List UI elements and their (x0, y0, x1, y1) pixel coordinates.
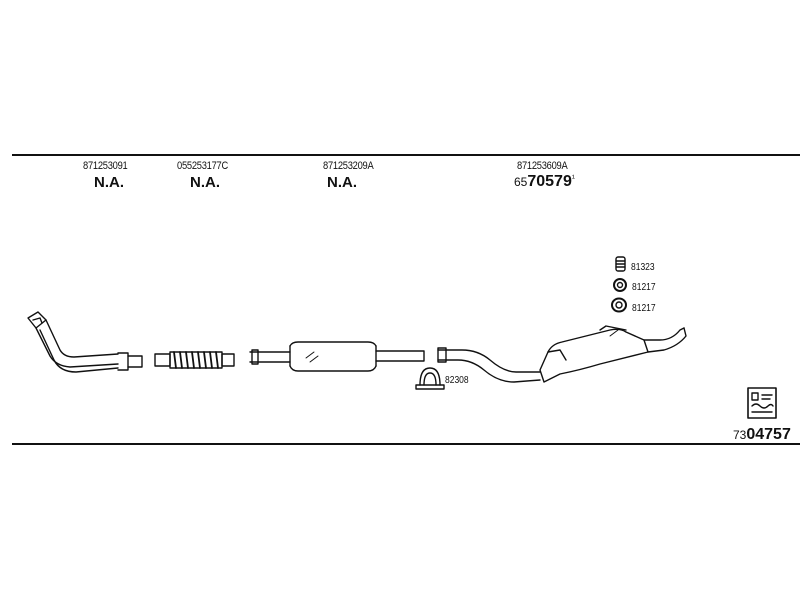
top-rule (12, 154, 800, 156)
catalog-main: 04757 (746, 426, 791, 443)
center-silencer-icon (249, 341, 425, 372)
hardware-label-3: 81217 (632, 303, 656, 314)
catalog-prefix: 73 (733, 428, 747, 442)
exhaust-downpipe-icon (27, 311, 143, 373)
info-box-icon (747, 387, 777, 419)
flex-pipe-icon (154, 351, 235, 369)
bottom-rule (12, 443, 800, 445)
part-number-3: 871253209A (323, 160, 374, 172)
part-note-3: N.A. (327, 174, 357, 191)
part-number-1: 871253091 (83, 160, 128, 172)
hardware-label-1: 81323 (631, 262, 655, 273)
catalog-number: 7304757 (733, 426, 791, 444)
hardware-label-2: 81217 (632, 282, 656, 293)
part-number-4: 871253609A (517, 160, 568, 172)
rubber-hanger-icon (615, 256, 626, 272)
part-price-suffix: ¹ (571, 173, 575, 183)
part-note-2: N.A. (190, 174, 220, 191)
part-price-main: 70579 (527, 173, 572, 190)
part-number-2: 055253177C (177, 160, 229, 172)
part-price-4: 6570579¹ (514, 173, 575, 191)
rear-pipe-silencer-icon (437, 325, 687, 383)
part-note-1: N.A. (94, 174, 124, 191)
pipe-clamp-icon (415, 367, 445, 390)
part-price-prefix: 65 (514, 175, 528, 189)
hardware-label-4: 82308 (445, 375, 469, 386)
rubber-ring-icon (611, 278, 627, 313)
